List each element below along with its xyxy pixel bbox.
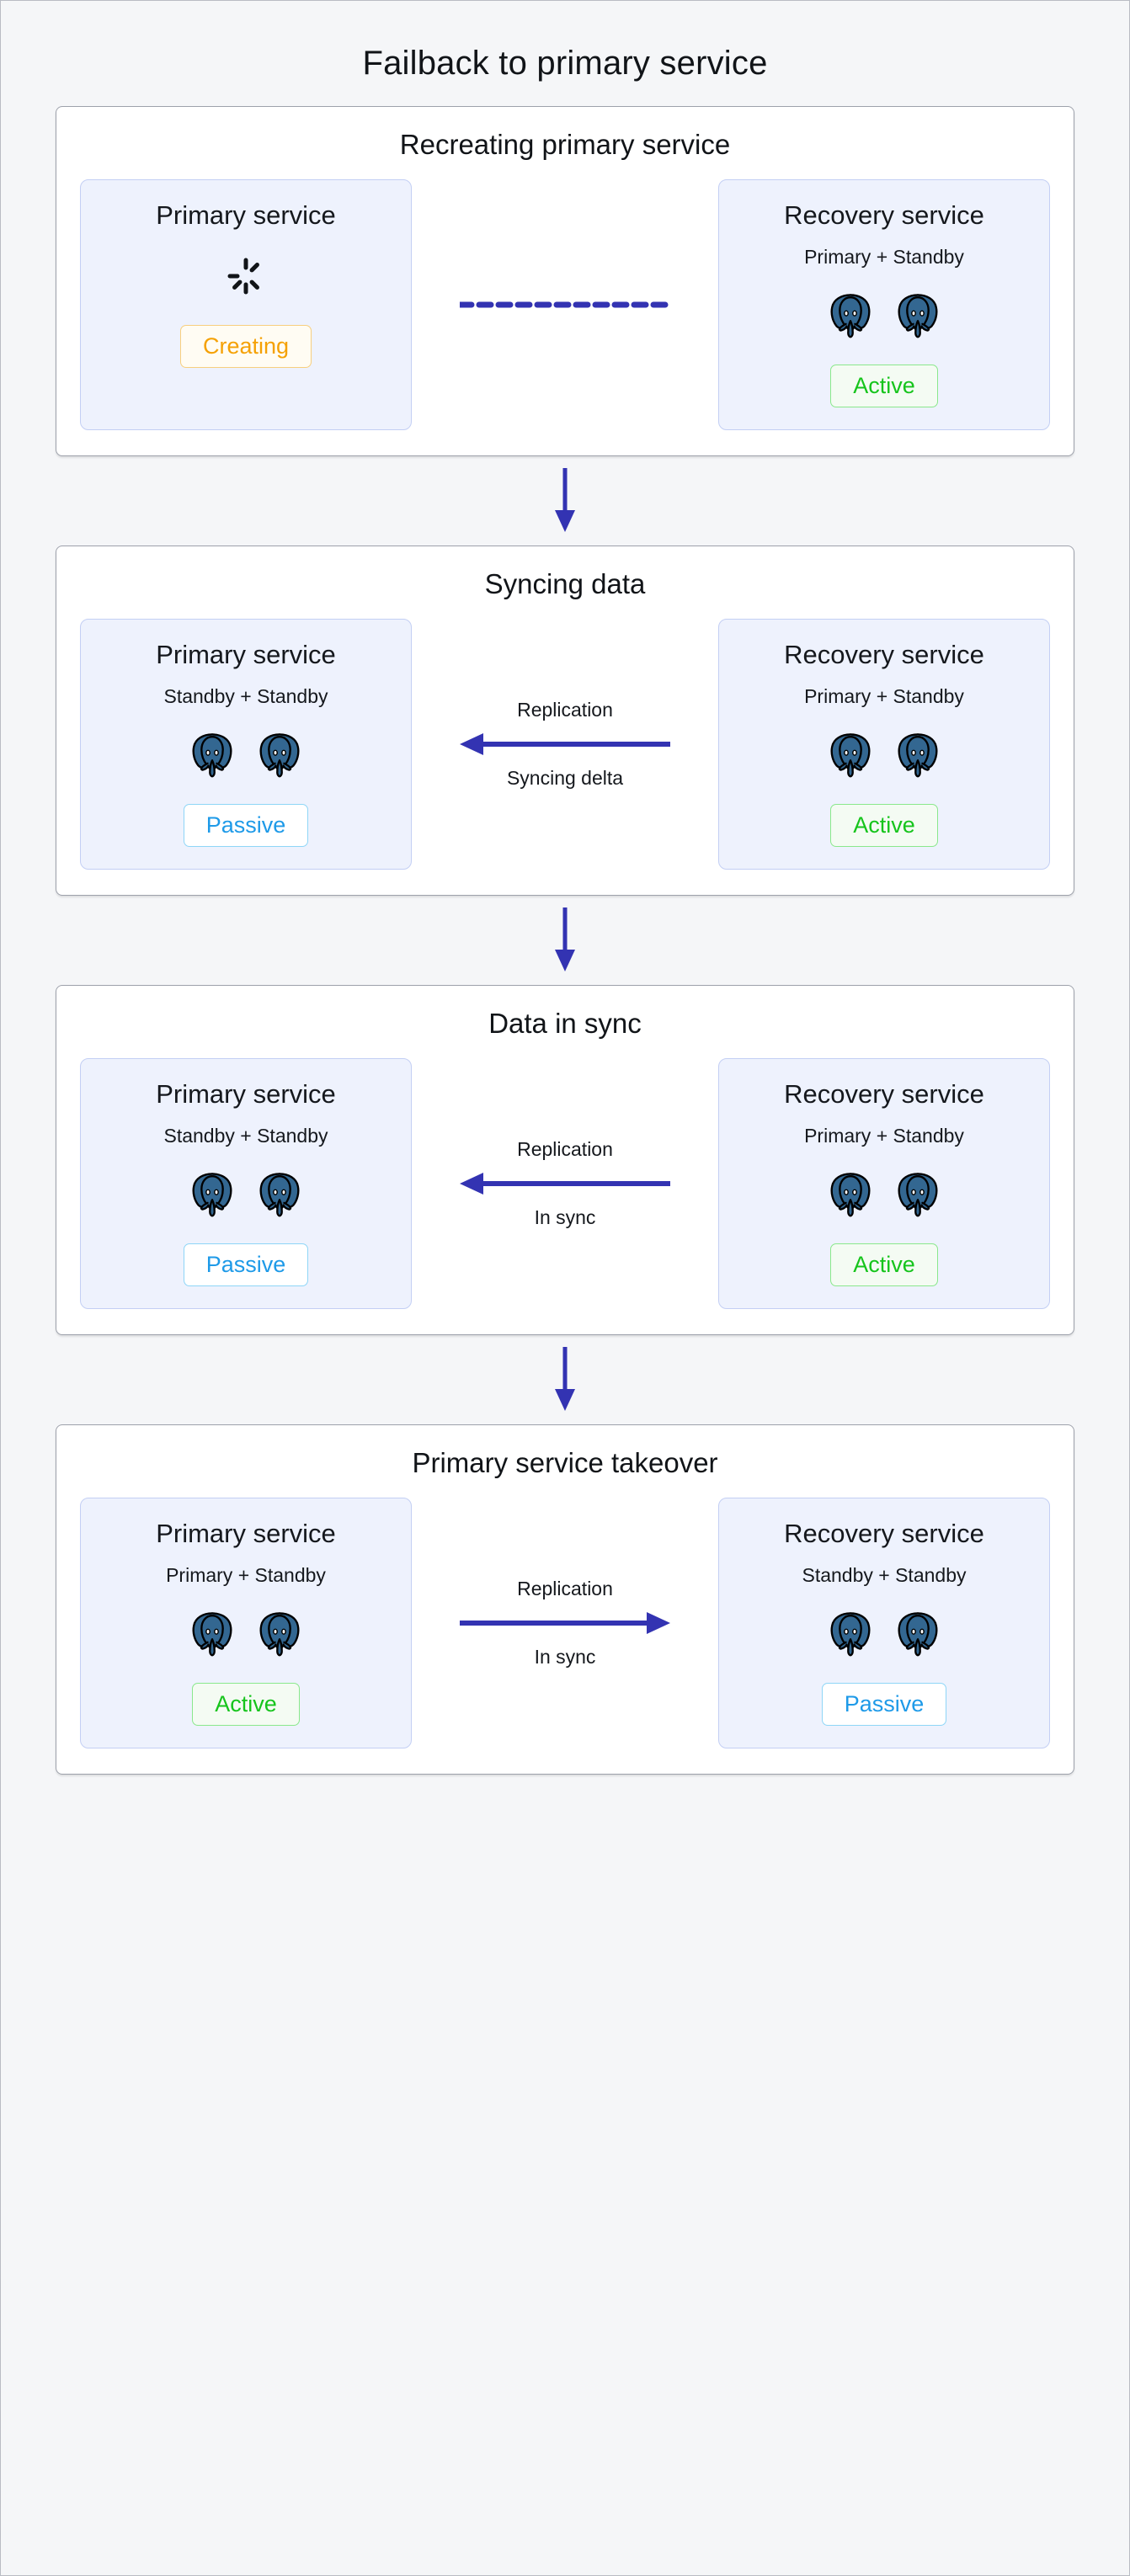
service-card-title: Primary service [156, 640, 336, 670]
postgres-elephant-icon [192, 1612, 232, 1657]
spinner-wrapper [225, 253, 267, 300]
step-arrow [56, 1335, 1074, 1424]
postgres-elephant-icon [830, 1612, 871, 1657]
connector-label-top: Replication [517, 1138, 613, 1161]
step-arrow [56, 896, 1074, 985]
arrow-down-icon [555, 907, 575, 972]
stage-panel-1: Recreating primary service Primary servi… [56, 106, 1074, 457]
status-badge: Passive [183, 804, 309, 848]
service-card-subtitle: Standby + Standby [163, 1125, 328, 1147]
status-badge: Active [830, 365, 938, 408]
database-node-group [826, 290, 942, 339]
postgres-elephant-icon [192, 1173, 232, 1217]
postgres-elephant-icon [830, 733, 871, 778]
service-card-title: Recovery service [784, 1519, 984, 1549]
loading-spinner-icon [227, 258, 259, 295]
stage-title-4: Primary service takeover [412, 1447, 718, 1479]
arrow-left-icon [460, 1173, 670, 1195]
service-card-subtitle: Primary + Standby [804, 246, 964, 268]
connector-label-top: Replication [517, 699, 613, 721]
arrow-left-icon [460, 733, 670, 756]
arrow-right-icon [460, 1612, 670, 1635]
database-node-group [826, 1169, 942, 1218]
postgres-elephant-icon [259, 733, 300, 778]
database-node-group [188, 1169, 304, 1218]
service-card-subtitle: Standby + Standby [163, 685, 328, 708]
service-card-title: Primary service [156, 1519, 336, 1549]
stage-title-2: Syncing data [484, 568, 646, 600]
connector-label-bottom: Syncing delta [506, 767, 624, 790]
status-badge: Creating [179, 325, 312, 369]
replication-connector: Replication In sync [412, 1058, 718, 1309]
status-badge: Passive [821, 1683, 947, 1727]
arrow-down-icon [555, 1347, 575, 1412]
stages-container: Recreating primary service Primary servi… [56, 106, 1074, 1775]
postgres-elephant-icon [898, 733, 938, 778]
connector-label-bottom: In sync [534, 1646, 596, 1669]
postgres-elephant-icon [830, 1173, 871, 1217]
status-badge: Active [192, 1683, 300, 1727]
database-node-group [188, 730, 304, 779]
service-card-title: Primary service [156, 1079, 336, 1110]
step-arrow [56, 456, 1074, 546]
database-node-group [826, 730, 942, 779]
arrow-down-icon [555, 468, 575, 533]
replication-connector [412, 179, 718, 430]
service-card-subtitle: Standby + Standby [802, 1564, 967, 1587]
postgres-elephant-icon [898, 1173, 938, 1217]
service-card-subtitle: Primary + Standby [804, 685, 964, 708]
service-card-title: Recovery service [784, 640, 984, 670]
service-card-subtitle: Primary + Standby [804, 1125, 964, 1147]
database-node-group [826, 1609, 942, 1658]
service-card-subtitle: Primary + Standby [166, 1564, 326, 1587]
service-card-title: Recovery service [784, 1079, 984, 1110]
postgres-elephant-icon [830, 294, 871, 338]
replication-connector: Replication In sync [412, 1498, 718, 1748]
stage-panel-4: Primary service takeover Primary service… [56, 1424, 1074, 1775]
postgres-elephant-icon [259, 1612, 300, 1657]
service-card-title: Primary service [156, 200, 336, 230]
postgres-elephant-icon [259, 1173, 300, 1217]
status-badge: Active [830, 1243, 938, 1287]
status-badge: Active [830, 804, 938, 848]
stage-title-3: Data in sync [488, 1008, 642, 1040]
page-title: Failback to primary service [362, 45, 768, 82]
service-card-title: Recovery service [784, 200, 984, 230]
postgres-elephant-icon [192, 733, 232, 778]
connector-label-top: Replication [517, 1578, 613, 1600]
database-node-group [188, 1609, 304, 1658]
connector-label-bottom: In sync [534, 1206, 596, 1229]
status-badge: Passive [183, 1243, 309, 1287]
stage-title-1: Recreating primary service [399, 129, 731, 160]
postgres-elephant-icon [898, 1612, 938, 1657]
dashed-connector-line [460, 301, 670, 308]
postgres-elephant-icon [898, 294, 938, 338]
